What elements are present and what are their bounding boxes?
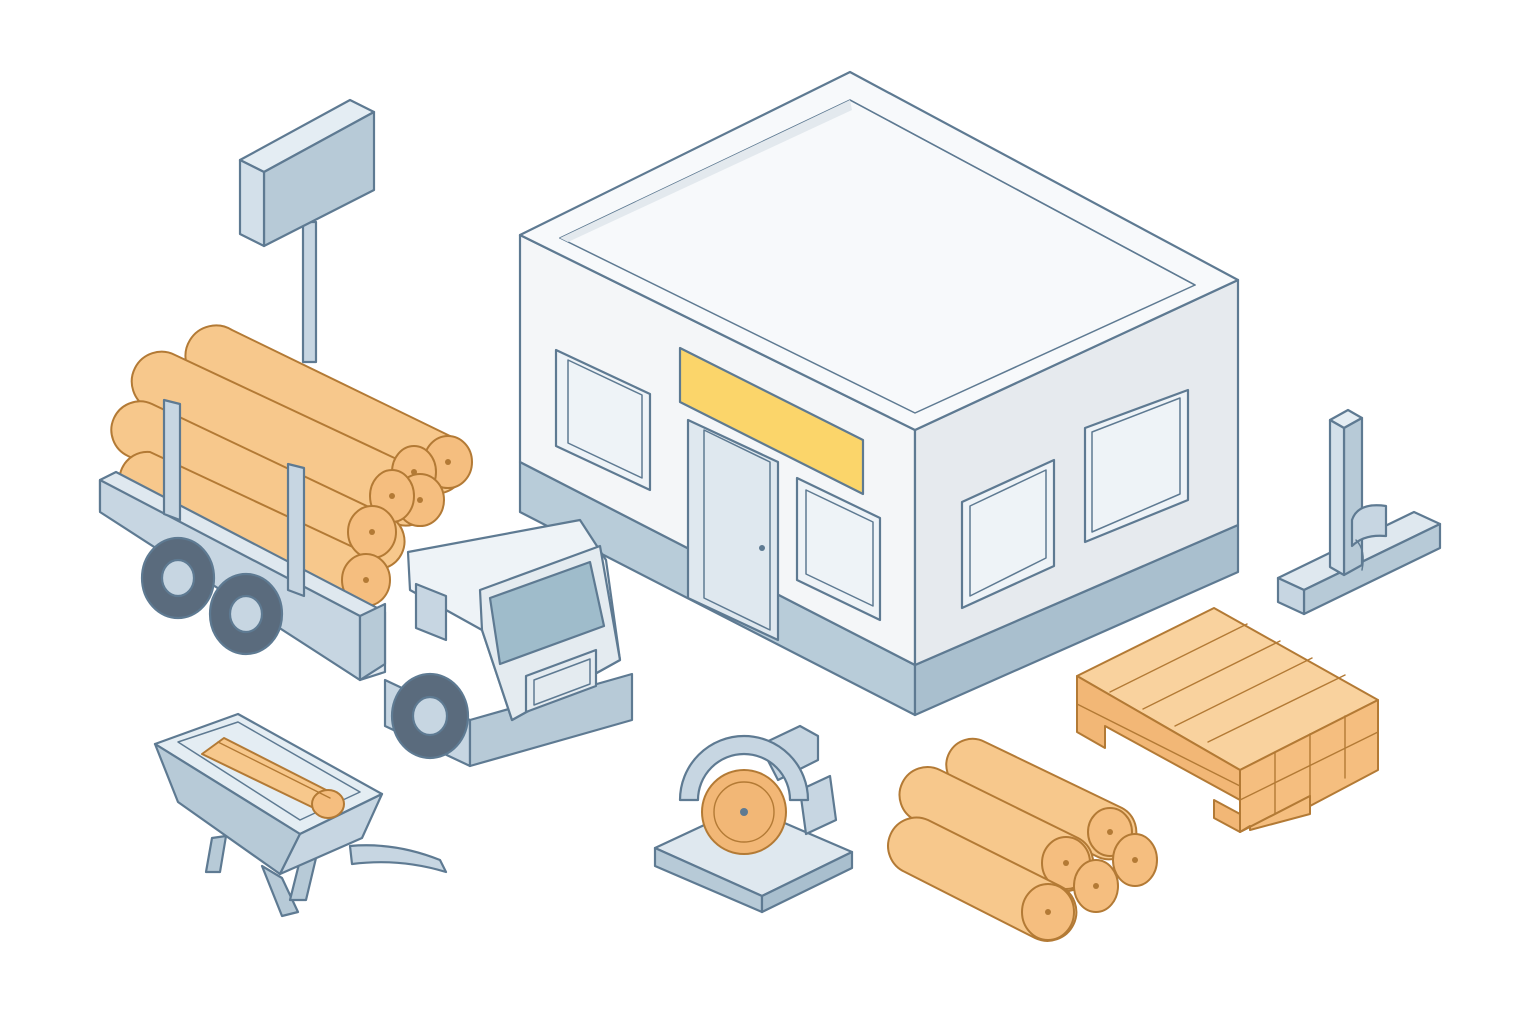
windshield — [488, 560, 606, 666]
shop-sign-icon — [678, 346, 865, 496]
circular-saw — [653, 724, 854, 914]
door — [686, 418, 780, 642]
log-truck — [98, 324, 634, 768]
lumber-store-building — [518, 70, 1240, 717]
wheelbarrow — [153, 712, 448, 918]
truck-logs — [110, 324, 473, 608]
log-clamp-stand — [1276, 408, 1442, 616]
lumber-stack — [1076, 607, 1379, 833]
log-pile — [887, 737, 1158, 942]
signpost — [238, 98, 376, 364]
